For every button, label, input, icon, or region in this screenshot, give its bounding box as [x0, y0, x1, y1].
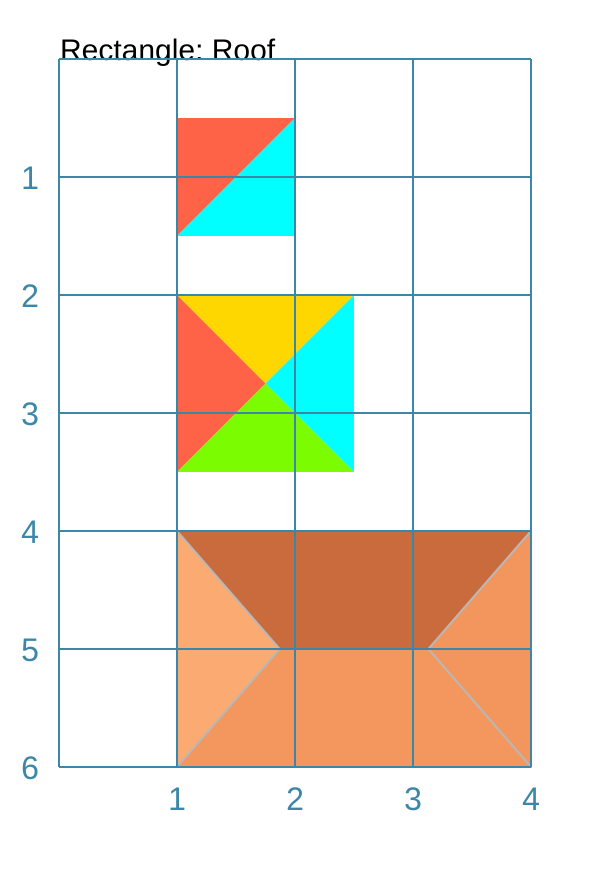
diagram-title: Rectangle: Roof — [60, 34, 276, 67]
axis-ticks: 1 2 3 4 1 2 3 4 5 6 — [21, 160, 540, 817]
y-tick-label: 3 — [21, 396, 39, 432]
x-tick-label: 4 — [522, 781, 540, 817]
y-tick-label: 5 — [21, 632, 39, 668]
shapes-layer — [176, 118, 532, 768]
y-tick-label: 2 — [21, 278, 39, 314]
triangle-green — [177, 383, 354, 472]
y-tick-label: 1 — [21, 160, 39, 196]
x-tick-label: 2 — [286, 781, 304, 817]
triangle-cyan — [265, 295, 354, 472]
y-tick-label: 6 — [21, 750, 39, 786]
y-tick-label: 4 — [21, 514, 39, 550]
triangle-red — [177, 295, 266, 472]
x-tick-label: 3 — [404, 781, 422, 817]
grid — [58, 58, 532, 768]
triangle-gold — [177, 295, 354, 384]
x-tick-label: 1 — [168, 781, 186, 817]
